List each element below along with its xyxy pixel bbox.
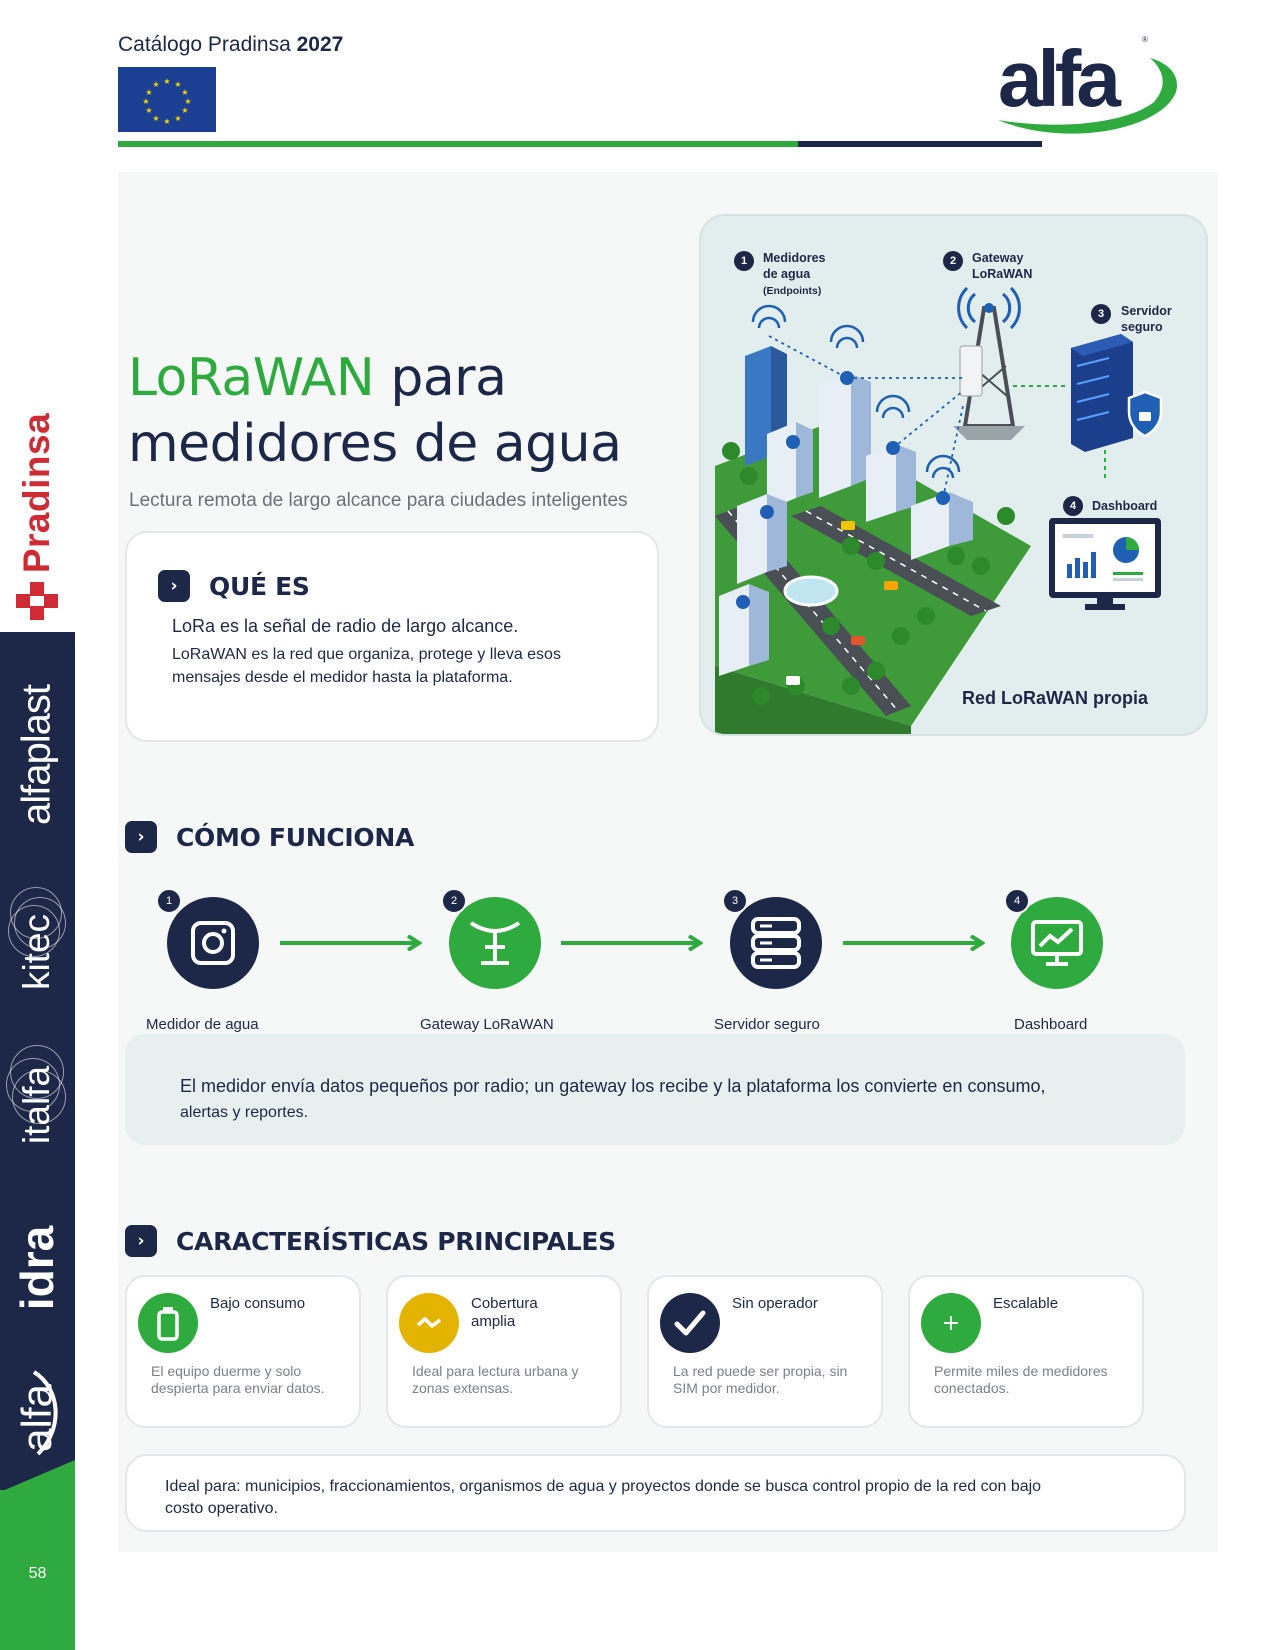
step-2-circle: [449, 897, 541, 989]
rail-green-band: [0, 1490, 75, 1650]
svg-text:★: ★: [181, 88, 188, 97]
illustration-badge-3: 3: [1091, 304, 1111, 324]
brand-alfaplast: alfaplast: [14, 685, 59, 825]
svg-text:★: ★: [163, 77, 170, 86]
brand-italfa: italfa: [16, 1065, 57, 1145]
arrow-right-icon: [843, 935, 985, 951]
step-1-label: Medidor de agua: [146, 1016, 259, 1033]
step-4-label: Dashboard: [1014, 1016, 1088, 1033]
feature-title: Escalable: [993, 1295, 1059, 1312]
svg-text:★: ★: [163, 117, 170, 126]
rail-top: [0, 0, 75, 632]
network-illustration: 1 Medidores de agua (Endpoints) 2 Gatewa…: [699, 214, 1208, 736]
flow-note-box: [125, 1034, 1185, 1145]
ideal-para-text: Ideal para: municipios, fraccionamientos…: [165, 1478, 1042, 1517]
svg-text:★: ★: [174, 114, 181, 123]
check-icon: [660, 1293, 720, 1353]
title-line-2: medidores de agua: [128, 414, 622, 474]
brand-idra: idra: [11, 1225, 63, 1311]
catalog-title: Catálogo Pradinsa 2027: [118, 33, 343, 57]
city-network-image: [715, 286, 1163, 734]
step-1-circle: [167, 897, 259, 989]
signal-wave-icon: [399, 1293, 459, 1353]
meter-icon: [191, 921, 235, 965]
step-3-circle: [730, 897, 822, 989]
arrow-right-icon: [561, 935, 703, 951]
chevron-right-icon: ›: [158, 570, 190, 602]
catalog-label: Catálogo Pradinsa: [118, 33, 291, 56]
page-subtitle: Lectura remota de largo alcance para ciu…: [129, 490, 628, 511]
brand-rail: Pradinsa alfaplast kitec italfa idra alf…: [0, 0, 75, 1650]
header-rule-green: [118, 141, 798, 147]
feature-card-escalable: Escalable Permite miles de medidores con…: [908, 1275, 1144, 1428]
dashboard-icon: [1031, 920, 1083, 966]
svg-text:★: ★: [142, 97, 149, 106]
chevron-right-icon: ›: [125, 821, 157, 853]
eu-flag-icon: ★★★ ★★★ ★★★ ★★★: [118, 67, 216, 132]
illustration-label-server: Servidor seguro: [1121, 304, 1172, 334]
arrow-right-icon: [280, 935, 422, 951]
flow-note-text: El medidor envía datos pequeños por radi…: [180, 1076, 1046, 1121]
feature-title: Bajo consumo: [210, 1295, 306, 1312]
step-3-label: Servidor seguro: [714, 1016, 820, 1033]
pradinsa-logo-icon: [16, 582, 58, 620]
feature-desc: Ideal para lectura urbana y zonas extens…: [412, 1363, 579, 1396]
page-title: LoRaWAN para medidores de agua: [128, 345, 622, 477]
feature-card-bajo-consumo: Bajo consumo El equipo duerme y solo des…: [125, 1275, 361, 1428]
plus-icon: [921, 1293, 981, 1353]
svg-text:★: ★: [145, 88, 152, 97]
caracteristicas-title: CARACTERÍSTICAS PRINCIPALES: [176, 1227, 616, 1256]
step-4-circle: [1011, 897, 1103, 989]
brand-pradinsa: Pradinsa: [16, 412, 57, 574]
svg-text:★: ★: [174, 80, 181, 89]
que-es-lead: LoRa es la señal de radio de largo alcan…: [172, 616, 519, 636]
step-2-label: Gateway LoRaWAN: [420, 1016, 554, 1033]
svg-text:★: ★: [184, 97, 191, 106]
feature-desc: El equipo duerme y solo despierta para e…: [151, 1363, 325, 1396]
chevron-right-icon: ›: [125, 1225, 157, 1257]
step-4-badge: 4: [1004, 888, 1030, 914]
feature-title: Sin operador: [732, 1295, 818, 1312]
alfa-logo: alfa ®: [996, 20, 1181, 136]
svg-text:®: ®: [1142, 35, 1148, 44]
step-3-badge: 3: [722, 888, 748, 914]
svg-text:★: ★: [181, 106, 188, 115]
feature-card-cobertura: Cobertura amplia Ideal para lectura urba…: [386, 1275, 622, 1428]
que-es-title: QUÉ ES: [209, 572, 310, 601]
title-lorawan: LoRaWAN: [128, 348, 375, 408]
alfa-logo-text: alfa: [998, 34, 1121, 123]
svg-text:★: ★: [152, 80, 159, 89]
rail-green-corner: [0, 1460, 75, 1492]
illustration-caption: Red LoRaWAN propia: [962, 688, 1149, 708]
step-2-badge: 2: [441, 888, 467, 914]
illustration-badge-2: 2: [943, 251, 963, 271]
illustration-label-dashboard: Dashboard: [1092, 499, 1158, 513]
feature-desc: Permite miles de medidores conectados.: [934, 1363, 1108, 1396]
svg-text:★: ★: [152, 114, 159, 123]
catalog-year: 2027: [296, 33, 344, 56]
antenna-icon: [469, 921, 521, 965]
illustration-badge-1: 1: [734, 251, 754, 271]
brand-kitec: kitec: [16, 913, 57, 991]
title-para: para: [390, 348, 507, 408]
como-funciona-title: CÓMO FUNCIONA: [176, 823, 415, 852]
illustration-badge-4: 4: [1063, 496, 1083, 516]
header-rule-navy: [798, 141, 1042, 147]
server-icon: [751, 917, 801, 969]
feature-title: Cobertura amplia: [471, 1295, 538, 1330]
illustration-label-meters: Medidores de agua (Endpoints): [763, 251, 826, 297]
feature-desc: La red puede ser propia, sin SIM por med…: [673, 1363, 848, 1396]
alfa-swoosh-icon: [32, 1370, 58, 1456]
que-es-body: LoRaWAN es la red que organiza, protege …: [172, 646, 561, 686]
que-es-card: [125, 531, 659, 742]
illustration-label-gateway: Gateway LoRaWAN: [972, 251, 1033, 281]
feature-card-sin-operador: Sin operador La red puede ser propia, si…: [647, 1275, 883, 1428]
svg-text:★: ★: [145, 106, 152, 115]
step-1-badge: 1: [156, 888, 182, 914]
battery-icon: [138, 1293, 198, 1353]
ideal-para-box: [125, 1454, 1186, 1532]
page-number: 58: [28, 1565, 47, 1582]
